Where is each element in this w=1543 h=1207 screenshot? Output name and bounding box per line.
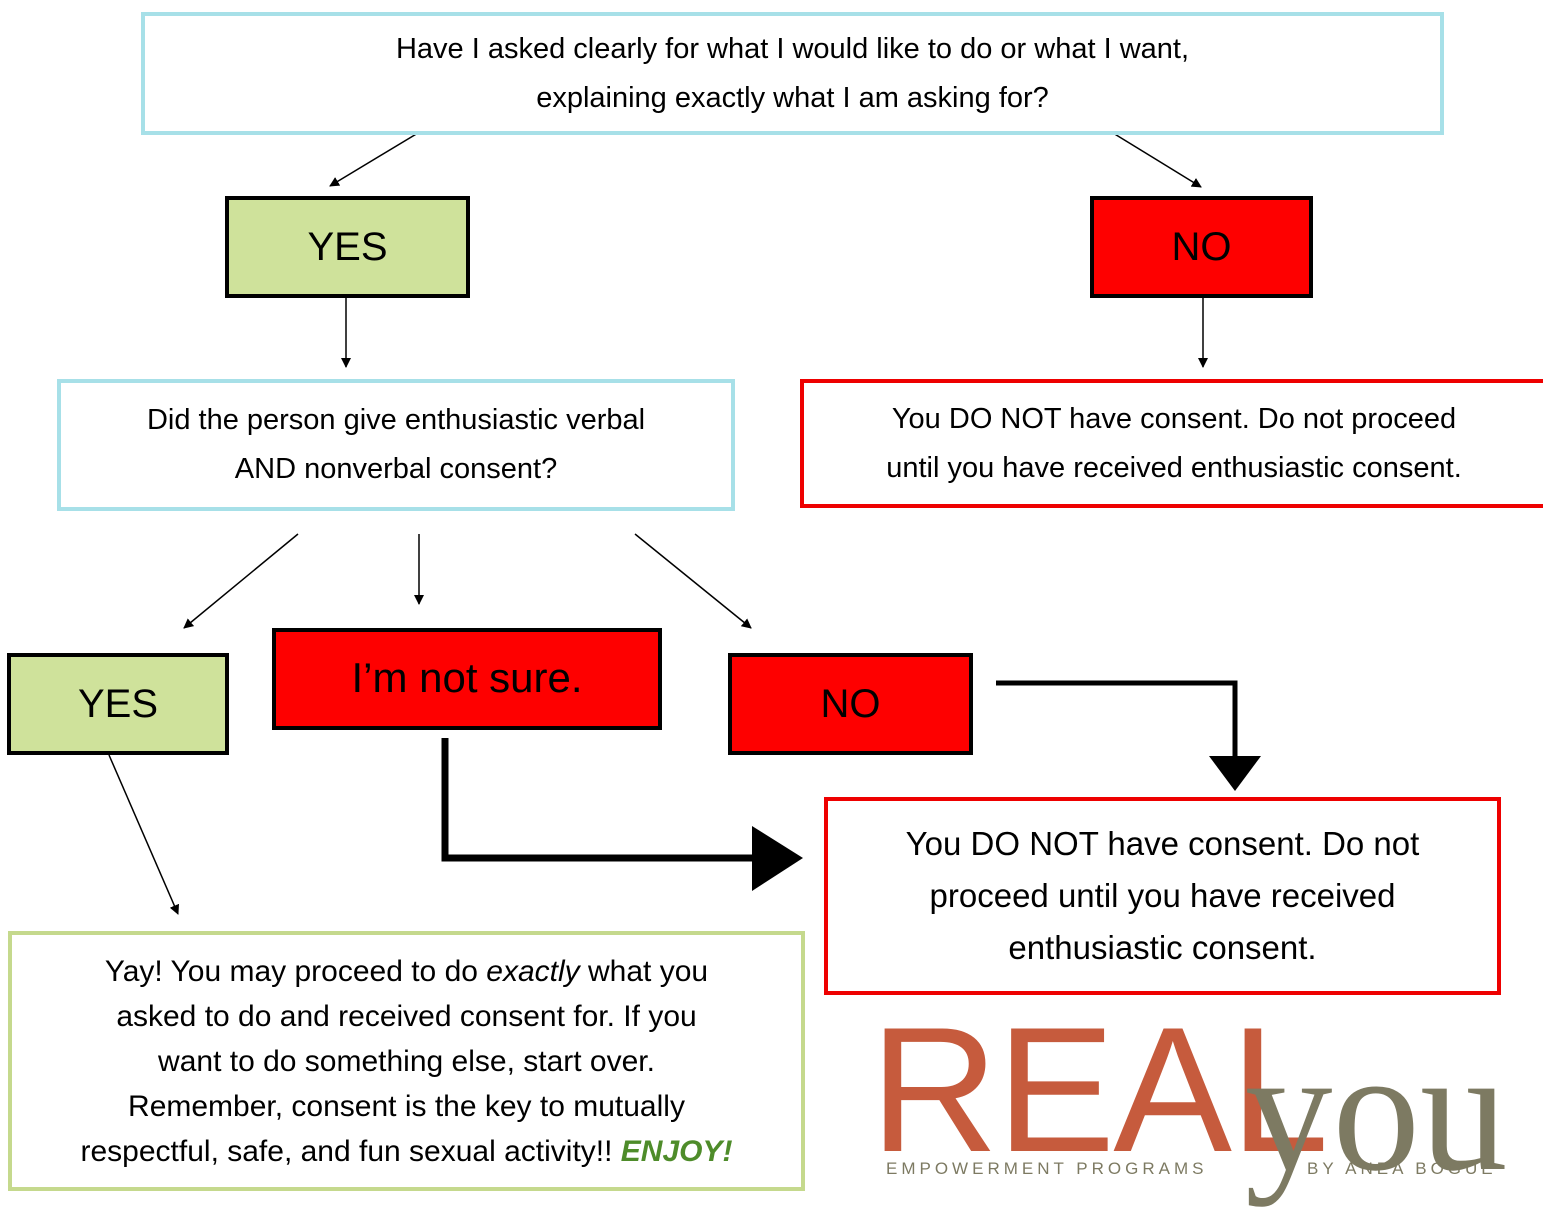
question-consent-box: Did the person give enthusiastic verbal … <box>57 379 735 511</box>
proceed-box: Yay! You may proceed to do exactly what … <box>8 931 805 1191</box>
logo-you-text: you <box>1245 1013 1508 1207</box>
arrow-notsure-to-noconsent <box>441 738 752 862</box>
proceed-line2: asked to do and received consent for. If… <box>116 999 697 1033</box>
yes-box-bottom: YES <box>7 653 229 755</box>
arrow-q2-to-yes <box>183 533 299 629</box>
yes-label-top: YES <box>307 224 388 269</box>
no-consent-top-line2: until you have received enthusiastic con… <box>886 451 1462 484</box>
arrow-notsure-head <box>752 826 803 891</box>
yes-box-top: YES <box>225 196 470 298</box>
no-label-top: NO <box>1171 224 1232 269</box>
logo-tagline-left: EMPOWERMENT PROGRAMS <box>886 1159 1208 1178</box>
no-box-top: NO <box>1090 196 1313 298</box>
proceed-line4: Remember, consent is the key to mutually <box>128 1089 685 1123</box>
arrow-yes-to-proceed <box>108 754 180 915</box>
not-sure-label: I’m not sure. <box>351 654 583 701</box>
no-consent-bottom-line1: You DO NOT have consent. Do not <box>905 825 1420 862</box>
no-label-bottom: NO <box>820 681 881 726</box>
question-asked-clearly-line1: Have I asked clearly for what I would li… <box>395 32 1190 65</box>
logo-real-text: REAL <box>870 990 1329 1189</box>
arrow-q1-to-yes <box>329 132 419 187</box>
no-consent-box-bottom: You DO NOT have consent. Do not proceed … <box>824 797 1501 995</box>
question-consent-line1: Did the person give enthusiastic verbal <box>146 404 646 436</box>
no-consent-box-top: You DO NOT have consent. Do not proceed … <box>800 379 1543 508</box>
no-consent-bottom-line3: enthusiastic consent. <box>1008 929 1317 966</box>
arrow-no-to-noconsent-large <box>996 680 1238 758</box>
arrow-no-large-head <box>1209 756 1261 791</box>
no-box-bottom: NO <box>728 653 973 755</box>
proceed-emphasis: exactly <box>486 954 580 988</box>
arrow-q1-to-no <box>1112 132 1202 188</box>
proceed-line5: respectful, safe, and fun sexual activit… <box>80 1134 733 1168</box>
yes-label-bottom: YES <box>77 681 159 726</box>
no-consent-top-line1: You DO NOT have consent. Do not proceed <box>891 402 1457 435</box>
enjoy-text: ENJOY! <box>620 1134 733 1168</box>
arrow-q2-to-no <box>634 533 752 629</box>
proceed-line3: want to do something else, start over. <box>158 1044 655 1078</box>
question-asked-clearly-box: Have I asked clearly for what I would li… <box>141 12 1444 135</box>
realyou-logo: REAL you EMPOWERMENT PROGRAMS BY ANEA BO… <box>870 1001 1510 1207</box>
question-asked-clearly-line2: explaining exactly what I am asking for? <box>536 81 1049 114</box>
proceed-line1: Yay! You may proceed to do exactly what … <box>104 954 709 988</box>
no-consent-bottom-line2: proceed until you have received <box>929 877 1396 914</box>
question-consent-line2: AND nonverbal consent? <box>234 453 558 485</box>
logo-tagline-right: BY ANEA BOGUE <box>1307 1159 1497 1178</box>
not-sure-box: I’m not sure. <box>272 628 662 730</box>
